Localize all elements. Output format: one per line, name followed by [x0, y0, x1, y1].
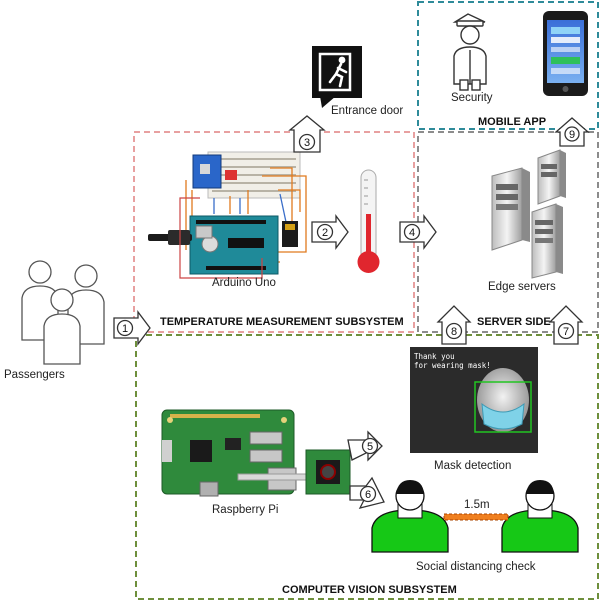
step-4-label: 4	[409, 227, 415, 239]
passengers-icon	[21, 260, 105, 365]
raspberry-pi-label: Raspberry Pi	[212, 504, 279, 516]
step-8-label: 8	[451, 326, 457, 338]
computer-vision-subsystem-title: COMPUTER VISION SUBSYSTEM	[282, 584, 457, 596]
step-3-label: 3	[304, 137, 310, 149]
mobile-app-box	[417, 1, 599, 130]
temperature-subsystem-title: TEMPERATURE MEASUREMENT SUBSYSTEM	[160, 316, 404, 328]
step-7-label: 7	[563, 326, 569, 338]
raspberry-pi-board-icon	[161, 409, 309, 497]
step-6-label: 6	[365, 489, 371, 501]
entrance-door-label: Entrance door	[331, 105, 404, 117]
arduino-circuit-icon	[148, 151, 307, 279]
step-2-arrow: 2	[311, 214, 349, 250]
step-7-arrow: 7	[548, 305, 584, 345]
step-9-arrow: 9	[554, 117, 590, 147]
edge-server-icon	[491, 167, 530, 251]
social-distancing-label: Social distancing check	[416, 561, 536, 573]
distance-label: 1.5m	[464, 499, 490, 511]
server-side-title: SERVER SIDE	[477, 316, 551, 328]
step-1-label: 1	[122, 323, 128, 335]
step-5-label: 5	[367, 441, 373, 453]
passengers-label: Passengers	[4, 369, 65, 381]
distance-bar	[443, 513, 509, 521]
person-2-icon	[501, 480, 579, 553]
security-guard-icon	[452, 13, 487, 91]
mask-screen-line2: for wearing mask!	[414, 361, 491, 370]
mobile-app-title: MOBILE APP	[478, 116, 547, 128]
smartphone-icon	[543, 11, 588, 96]
computer-vision-subsystem-box	[135, 334, 599, 600]
mask-detection-label: Mask detection	[434, 460, 512, 472]
edge-servers-label: Edge servers	[488, 281, 556, 293]
step-2-label: 2	[322, 227, 328, 239]
edge-server-icon	[537, 149, 566, 205]
mask-screen-line1: Thank you	[414, 352, 455, 361]
thermometer-icon	[357, 169, 380, 273]
step-5-arrow: 5	[347, 430, 383, 462]
step-3-arrow: 3	[288, 115, 326, 153]
mask-detection-screen: Thank you for wearing mask!	[410, 347, 538, 453]
edge-server-icon	[531, 203, 563, 279]
step-9-label: 9	[569, 129, 575, 141]
security-label: Security	[451, 92, 493, 104]
step-1-arrow: 1	[113, 310, 151, 346]
step-8-arrow: 8	[436, 305, 472, 345]
entrance-door-sign-icon	[312, 46, 362, 108]
camera-module-icon	[305, 449, 351, 495]
step-4-arrow: 4	[399, 214, 437, 250]
arduino-uno-label: Arduino Uno	[212, 277, 276, 289]
person-1-icon	[371, 480, 449, 553]
step-6-arrow: 6	[349, 476, 385, 509]
